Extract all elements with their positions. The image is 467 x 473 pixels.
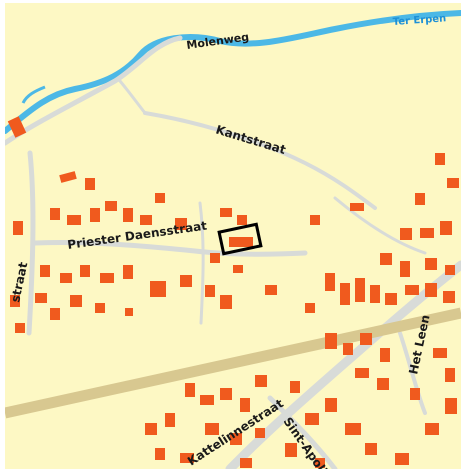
map-viewport[interactable]: Molenweg Kantstraat Priester Daensstraat…: [5, 3, 461, 469]
buildings: [7, 116, 459, 468]
road-center-vertical: [198, 201, 205, 325]
railway: [5, 307, 461, 419]
river: [5, 10, 461, 134]
road-priester-daensstraat: [32, 239, 308, 257]
road-left-vertical: [26, 150, 36, 336]
road-het-leen: [398, 331, 427, 415]
road-east: [333, 196, 427, 255]
label-ter-erpen: Ter Erpen: [392, 13, 446, 28]
road-sint-apollo: [267, 395, 338, 469]
road-north-spur: [118, 79, 147, 115]
road-molenweg: [5, 35, 183, 146]
road-kantstraat: [143, 111, 377, 210]
map-canvas: Molenweg Kantstraat Priester Daensstraat…: [5, 3, 461, 469]
river-small-branch: [21, 85, 46, 104]
selected-parcel-marker[interactable]: [217, 222, 263, 256]
